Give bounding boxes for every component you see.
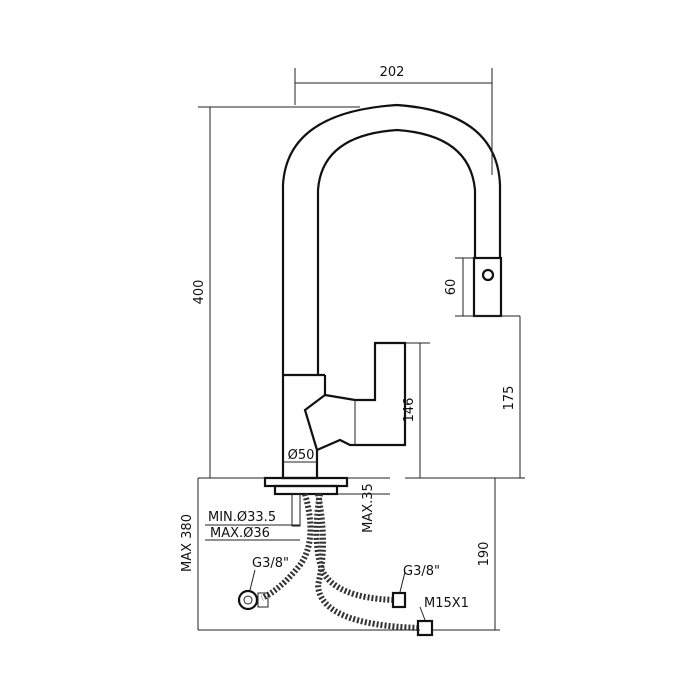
- dim-202-label: 202: [380, 65, 405, 80]
- spray-head-button: [481, 268, 495, 282]
- left-g38-label: G3/8": [252, 556, 289, 571]
- leader-m15: [419, 606, 426, 621]
- dim-hole-min-label: MIN.Ø33.5: [208, 510, 276, 525]
- mounting-nut: [273, 484, 339, 496]
- leader-right-g38: [399, 571, 406, 593]
- hose-left: [260, 493, 314, 601]
- supply-hoses: [237, 493, 434, 637]
- spout-outer-contour: [281, 103, 502, 375]
- dim-190-label: 190: [477, 542, 492, 567]
- dim-35-label: MAX.35: [361, 483, 376, 533]
- dimension-lines: [197, 68, 525, 631]
- dim-380-label: MAX 380: [180, 514, 195, 572]
- dim-hole-max-label: MAX.Ø36: [210, 526, 270, 541]
- dim-50-label: Ø50: [288, 448, 315, 463]
- hose-pullout: [314, 493, 421, 631]
- right-connector: [391, 591, 407, 609]
- spout-inner-contour: [316, 128, 477, 375]
- threaded-shank: [291, 493, 301, 527]
- dim-60-label: 60: [444, 279, 459, 296]
- spray-head: [472, 256, 503, 318]
- outlet-connector: [416, 619, 434, 637]
- dim-146-label: 146: [402, 398, 417, 423]
- leader-left-g38: [249, 569, 256, 591]
- dim-400-label: 400: [192, 280, 207, 305]
- left-connector-nut: [257, 592, 269, 608]
- m15-label: M15X1: [424, 596, 469, 611]
- dimension-labels: 202 400 60 175 146 Ø50 MAX.35 MIN.Ø33.5 …: [180, 65, 517, 611]
- dim-175-label: 175: [502, 386, 517, 411]
- right-g38-label: G3/8": [403, 564, 440, 579]
- mixer-body-right: [303, 375, 327, 451]
- mixer-lever: [316, 341, 407, 452]
- left-connector-inner: [243, 595, 253, 605]
- hose-right: [313, 493, 396, 603]
- base-flange: [263, 476, 349, 488]
- left-connector: [237, 589, 259, 611]
